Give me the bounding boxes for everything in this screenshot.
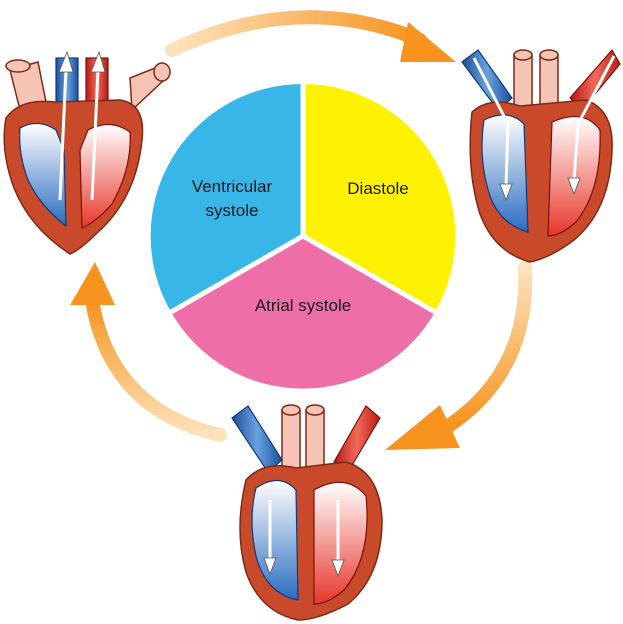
arrow-right-head (385, 405, 460, 450)
heart-diastole-icon (461, 48, 621, 263)
segment-diastole (303, 83, 456, 312)
heart-ventricular-systole-icon (3, 50, 171, 255)
arrow-right-path (443, 261, 533, 432)
arrow-left-path (85, 293, 227, 442)
label-atrial-systole: Atrial systole (255, 296, 351, 315)
arrow-top-path (165, 10, 427, 57)
arrow-top-head (400, 22, 456, 62)
segment-ventricular-systole (150, 83, 303, 312)
label-ventricular-line1: Ventricular (192, 177, 273, 196)
phase-pie: Ventricular systole Diastole Atrial syst… (150, 83, 456, 389)
label-diastole: Diastole (347, 179, 408, 198)
arrow-left-head (70, 262, 115, 305)
label-ventricular-line2: systole (206, 201, 259, 220)
cycle-arrows (70, 10, 533, 450)
heart-atrial-systole-icon (231, 404, 383, 621)
